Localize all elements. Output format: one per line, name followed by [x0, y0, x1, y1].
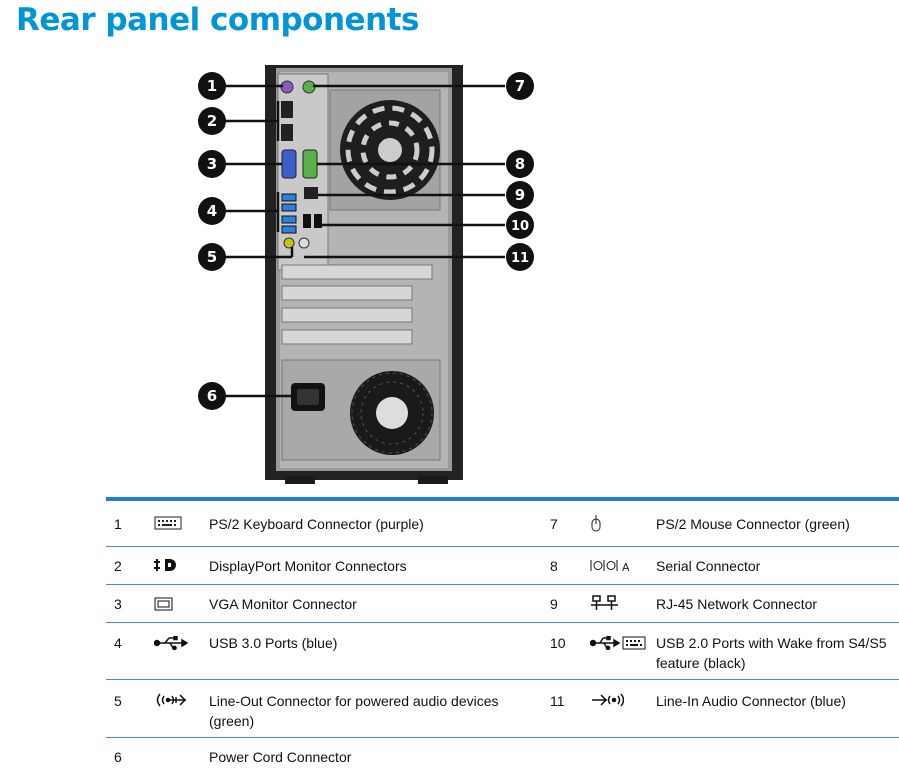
item-label: Line-In Audio Connector (blue) [656, 693, 846, 709]
serial-icon: A [590, 557, 630, 578]
serial-port [302, 149, 318, 179]
item-number: 11 [550, 693, 565, 709]
callout-8: 8 [515, 155, 525, 173]
usb3-port-2 [281, 203, 297, 212]
chassis-foot-right [418, 476, 448, 484]
callout-11: 11 [511, 251, 529, 266]
item-number: 2 [114, 558, 122, 574]
displayport-icon [154, 557, 180, 578]
vga-icon [154, 596, 174, 616]
rj45-port [304, 187, 318, 199]
serial-icon-letter: A [622, 561, 630, 574]
keyboard-icon [154, 515, 182, 535]
callout-9: 9 [515, 186, 525, 204]
usb-icon [153, 635, 189, 655]
chassis-foot-left [285, 476, 315, 484]
item-number: 9 [550, 596, 558, 612]
item-number: 8 [550, 558, 558, 574]
line-out-jack [283, 237, 295, 249]
table-row: 3 VGA Monitor Connector 9 RJ-45 Network … [106, 585, 899, 623]
rear-panel-illustration: 1 2 3 4 5 6 7 8 9 10 11 [198, 65, 534, 484]
item-label: RJ-45 Network Connector [656, 596, 818, 612]
components-table: 1 PS/2 Keyboard Connector (purple) 7 PS/… [106, 497, 899, 774]
callout-1: 1 [207, 77, 217, 95]
table-row: 1 PS/2 Keyboard Connector (purple) 7 PS/… [106, 501, 899, 547]
usb2-port-1 [303, 214, 311, 228]
usb3-port-1 [281, 193, 297, 202]
item-label: USB 2.0 Ports with Wake from S4/S5 featu… [656, 635, 887, 671]
displayport-2 [281, 124, 293, 141]
line-in-jack [298, 237, 310, 249]
table-row: 2 DisplayPort Monitor Connectors 8 A Ser… [106, 547, 899, 585]
vga-port [281, 149, 297, 179]
page-title: Rear panel components [16, 2, 419, 38]
item-label: DisplayPort Monitor Connectors [209, 558, 407, 574]
item-number: 7 [550, 516, 558, 532]
callout-10: 10 [511, 219, 529, 234]
item-label: PS/2 Keyboard Connector (purple) [209, 516, 424, 532]
usb3-port-3 [281, 215, 297, 224]
line-in-icon [590, 692, 625, 713]
item-number: 4 [114, 635, 122, 651]
item-label: PS/2 Mouse Connector (green) [656, 516, 850, 532]
expansion-slot-1 [281, 264, 433, 280]
expansion-slot-4 [281, 329, 413, 345]
callout-5: 5 [207, 248, 217, 266]
mouse-icon [590, 515, 602, 538]
table-row: 6 Power Cord Connector [106, 738, 899, 774]
expansion-slot-2 [281, 285, 413, 301]
item-label: USB 3.0 Ports (blue) [209, 635, 338, 651]
usb2-port-2 [314, 214, 322, 228]
usb3-port-4 [281, 225, 297, 234]
expansion-slot-3 [281, 307, 413, 323]
displayport-1 [281, 101, 293, 118]
item-label: Serial Connector [656, 558, 761, 574]
callout-4: 4 [207, 202, 217, 220]
network-icon [590, 594, 620, 617]
item-label: Line-Out Connector for powered audio dev… [209, 693, 499, 729]
usb-keyboard-icon [589, 635, 646, 655]
table-row: 4 USB 3.0 Ports (blue) 10 USB 2.0 Ports … [106, 623, 899, 680]
item-label: Power Cord Connector [209, 749, 352, 765]
line-out-icon [154, 692, 188, 713]
item-number: 3 [114, 596, 122, 612]
callout-7: 7 [515, 77, 525, 95]
item-label: VGA Monitor Connector [209, 596, 357, 612]
callout-2: 2 [207, 112, 217, 130]
table-row: 5 Line-Out Connector for powered audio d… [106, 680, 899, 738]
callout-6: 6 [207, 387, 217, 405]
item-number: 10 [550, 635, 566, 651]
item-number: 1 [114, 516, 122, 532]
item-number: 5 [114, 693, 122, 709]
item-number: 6 [114, 749, 122, 765]
callout-3: 3 [207, 155, 217, 173]
